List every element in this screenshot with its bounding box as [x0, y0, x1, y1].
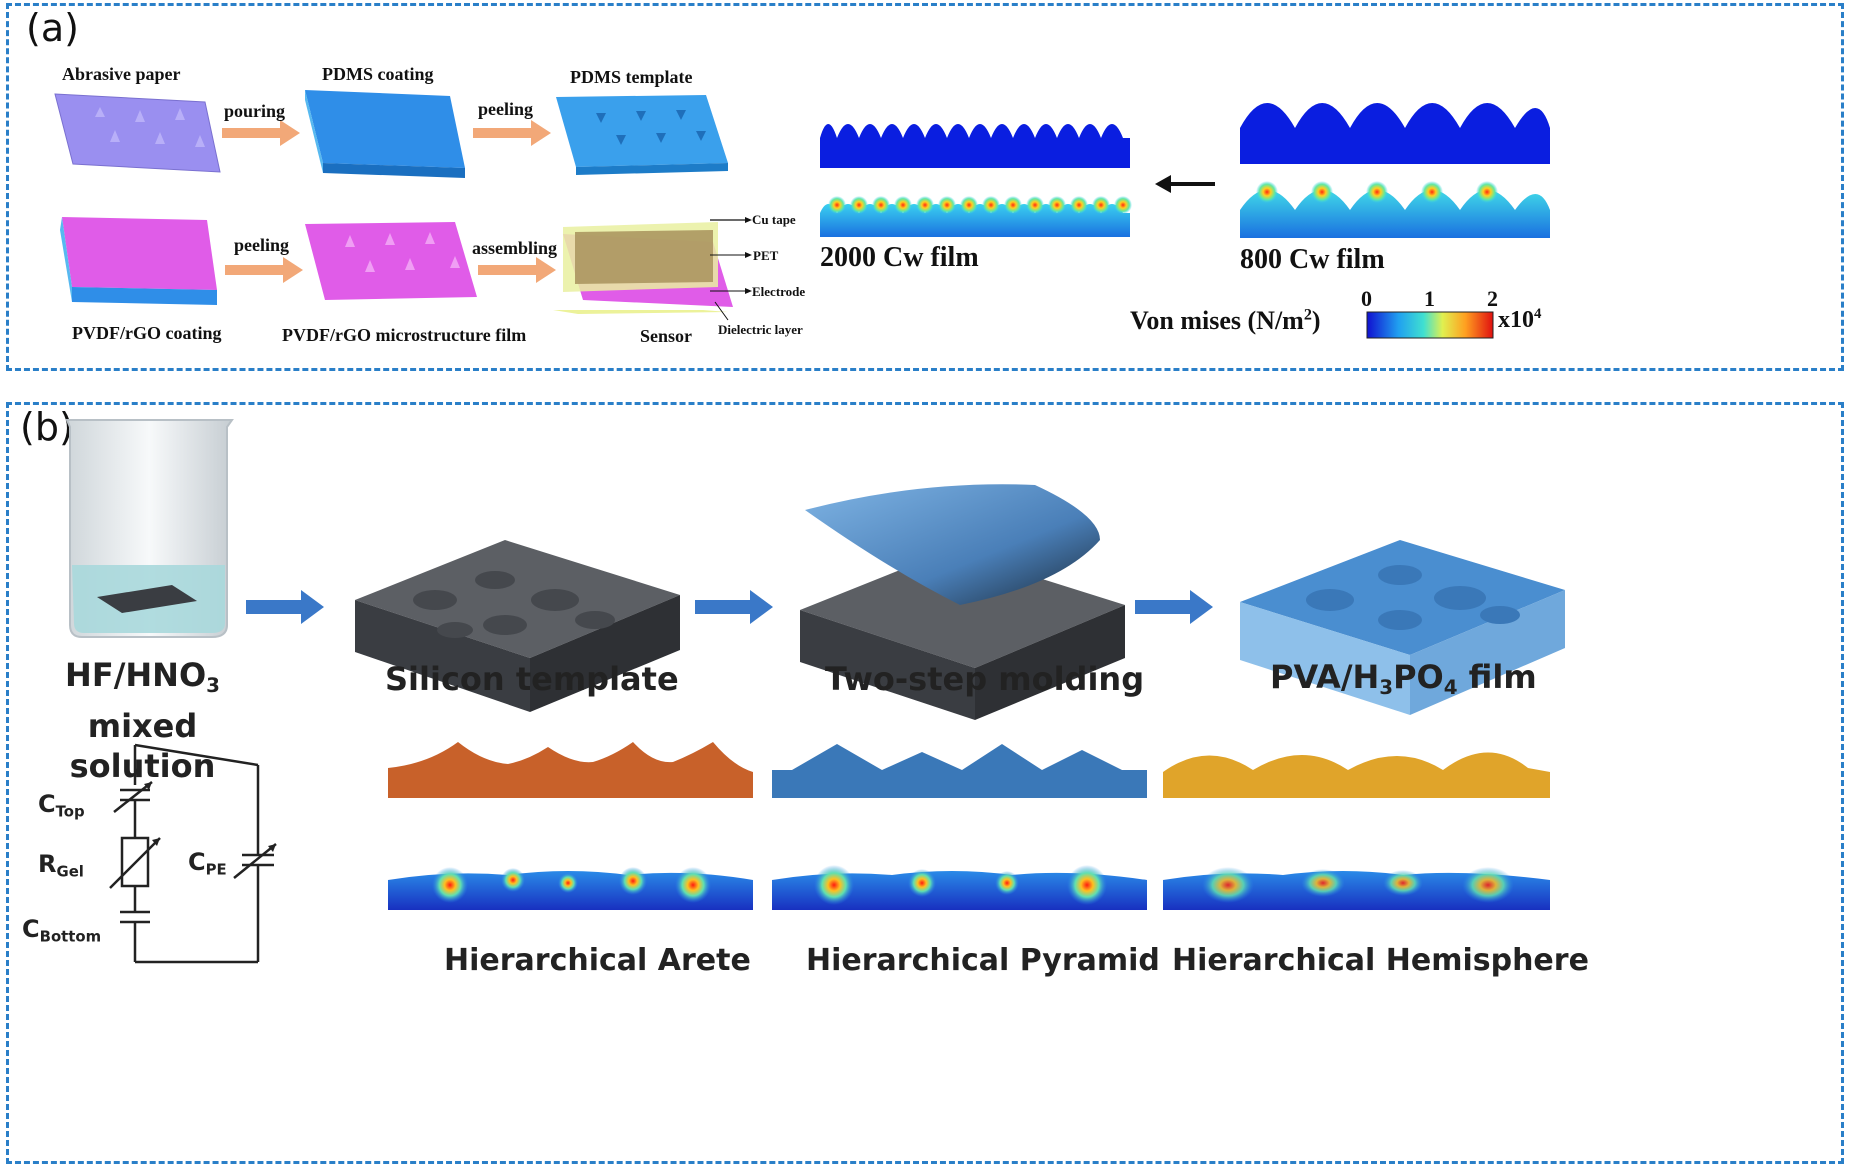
- label-abrasive-paper: Abrasive paper: [62, 64, 181, 84]
- step-arrow-2: [695, 590, 773, 624]
- colorbar-tick-1: 1: [1424, 286, 1435, 311]
- label-pdms-template: PDMS template: [570, 67, 693, 87]
- colorbar-multiplier: x104: [1498, 306, 1542, 333]
- label-silicon-template: Silicon template: [385, 660, 679, 698]
- panel-b-tag: (b): [20, 405, 74, 449]
- pouring-arrow: [222, 120, 300, 146]
- film-800-profile: [1240, 103, 1550, 164]
- label-dielectric-layer: Dielectric layer: [718, 322, 803, 337]
- label-peeling-1: peeling: [478, 99, 534, 119]
- step-arrow-3: [1135, 590, 1213, 624]
- colorbar-label: Von mises (N/m2): [1130, 306, 1321, 335]
- arete-stress-map: [388, 867, 753, 910]
- label-hierarchical-pyramid: Hierarchical Pyramid: [806, 943, 1160, 978]
- pyramid-stress-map: [772, 865, 1147, 910]
- colorbar-tick-0: 0: [1361, 286, 1372, 311]
- equivalent-circuit: [109, 743, 277, 964]
- label-pouring: pouring: [224, 101, 286, 121]
- beaker-illustration: [65, 419, 234, 638]
- film-2000-profile: [820, 124, 1130, 168]
- label-pva-film: PVA/H3PO4 film: [1270, 658, 1537, 699]
- pva-film-illustration: [1240, 540, 1565, 715]
- colorbar-tick-2: 2: [1487, 286, 1498, 311]
- step-arrow-1: [246, 590, 324, 624]
- panel-a: [6, 3, 1844, 371]
- label-hierarchical-hemisphere: Hierarchical Hemisphere: [1172, 943, 1589, 978]
- panel-a-tag: (a): [26, 6, 79, 50]
- label-pvdf-coating: PVDF/rGO coating: [72, 323, 222, 343]
- peeling-arrow-2: [225, 257, 303, 283]
- pdms-coating-illustration: [305, 90, 465, 178]
- label-hierarchical-arete: Hierarchical Arete: [444, 943, 751, 978]
- label-c-bottom: CBottom: [22, 915, 102, 946]
- film-compare-arrow: [1155, 175, 1215, 193]
- pvdf-film-illustration: [305, 222, 477, 300]
- label-c-pe: CPE: [188, 848, 227, 879]
- peeling-arrow-1: [473, 120, 551, 146]
- film-800-stress-map: [1240, 181, 1550, 238]
- label-electrode: Electrode: [752, 284, 806, 299]
- label-two-step-molding: Two-step molding: [825, 660, 1145, 698]
- label-film-2000: 2000 Cw film: [820, 242, 979, 273]
- label-peeling-2: peeling: [234, 235, 290, 255]
- panel-b: [6, 402, 1844, 1164]
- pyramid-profile: [772, 744, 1147, 798]
- label-pdms-coating: PDMS coating: [322, 64, 434, 84]
- label-pvdf-film: PVDF/rGO microstructure film: [282, 325, 527, 345]
- pvdf-coating-illustration: [60, 217, 217, 305]
- label-c-top: CTop: [38, 790, 85, 821]
- film-2000-stress-map: [820, 196, 1132, 237]
- pdms-template-illustration: [556, 95, 728, 175]
- colorbar: [1366, 311, 1494, 339]
- label-assembling: assembling: [472, 238, 558, 258]
- label-pet: PET: [753, 248, 779, 263]
- hemisphere-profile: [1163, 752, 1550, 798]
- two-step-molding-illustration: [800, 484, 1125, 720]
- abrasive-paper-illustration: [54, 93, 221, 173]
- sensor-callout-lines: [710, 217, 752, 321]
- sensor-illustration: [553, 222, 733, 314]
- assembling-arrow: [478, 257, 556, 283]
- label-sensor: Sensor: [640, 326, 693, 346]
- label-film-800: 800 Cw film: [1240, 244, 1385, 275]
- label-r-gel: RGel: [38, 850, 84, 881]
- arete-profile: [388, 742, 753, 798]
- label-cu-tape: Cu tape: [752, 212, 796, 227]
- hemisphere-stress-map: [1163, 867, 1550, 910]
- silicon-template-illustration: [355, 540, 680, 712]
